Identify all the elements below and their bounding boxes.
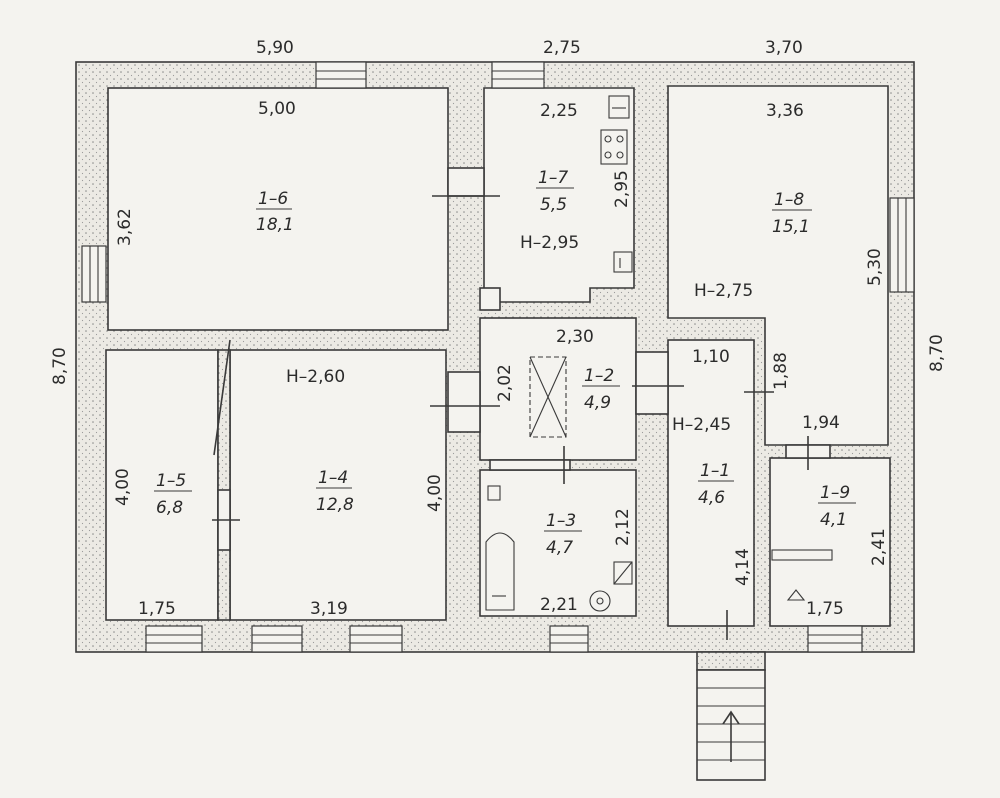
room-1-4-width: 3,19 bbox=[310, 599, 348, 619]
radiator-icon bbox=[771, 549, 833, 601]
room-1-4-ceiling: H–2,60 bbox=[286, 367, 345, 387]
dim-top-right: 3,70 bbox=[765, 38, 803, 58]
room-1-7-height: 2,95 bbox=[612, 170, 632, 208]
windows bbox=[81, 61, 915, 653]
room-1-8-width: 3,36 bbox=[766, 101, 804, 121]
room-1-4-number: 1–4 bbox=[318, 468, 348, 488]
vent-block bbox=[479, 287, 501, 311]
bathtub-icon bbox=[485, 485, 515, 611]
room-1-4-area: 12,8 bbox=[316, 495, 354, 515]
room-1-6-width: 5,00 bbox=[258, 99, 296, 119]
vent-shaft-icon bbox=[529, 356, 567, 438]
room-1-5 bbox=[105, 349, 219, 621]
room-1-7-width: 2,25 bbox=[540, 101, 578, 121]
room-1-8-height: 5,30 bbox=[865, 248, 885, 286]
room-1-8-ceiling: H–2,75 bbox=[694, 281, 753, 301]
room-1-9-number: 1–9 bbox=[820, 483, 850, 503]
toilet-icon bbox=[589, 561, 633, 612]
dim-top-left: 5,90 bbox=[256, 38, 294, 58]
room-1-5-height: 4,00 bbox=[113, 468, 133, 506]
stairs-arrow-icon bbox=[722, 710, 740, 762]
dim-top-mid: 2,75 bbox=[543, 38, 581, 58]
room-1-3-height: 2,12 bbox=[613, 508, 633, 546]
room-1-2-height: 2,02 bbox=[495, 364, 515, 402]
room-1-6-height: 3,62 bbox=[115, 208, 135, 246]
room-1-3-width: 2,21 bbox=[540, 595, 578, 615]
room-1-6-area: 18,1 bbox=[256, 215, 294, 235]
partition-1-5-1-4 bbox=[217, 349, 231, 621]
room-1-7-ceiling: H–2,95 bbox=[520, 233, 579, 253]
room-1-1-number: 1–1 bbox=[700, 461, 730, 481]
room-1-2-area: 4,9 bbox=[584, 393, 611, 413]
room-1-3-number: 1–3 bbox=[546, 511, 576, 531]
room-1-3-area: 4,7 bbox=[546, 538, 573, 558]
room-1-9-area: 4,1 bbox=[820, 510, 847, 530]
room-1-1-area: 4,6 bbox=[698, 488, 725, 508]
room-1-1-width: 1,10 bbox=[692, 347, 730, 367]
room-1-5-number: 1–5 bbox=[156, 471, 186, 491]
sink-icon bbox=[613, 251, 633, 273]
stove-icon bbox=[600, 129, 628, 165]
room-1-8-number: 1–8 bbox=[774, 190, 804, 210]
room-1-6-number: 1–6 bbox=[258, 189, 288, 209]
corridor-depth: 1,88 bbox=[771, 352, 791, 390]
boiler-icon bbox=[608, 95, 630, 119]
room-1-1-ceiling: H–2,45 bbox=[672, 415, 731, 435]
dim-right: 8,70 bbox=[927, 334, 947, 372]
room-1-5-width: 1,75 bbox=[138, 599, 176, 619]
room-1-9-height: 2,41 bbox=[869, 528, 889, 566]
room-1-2-number: 1–2 bbox=[584, 366, 614, 386]
room-1-8 bbox=[667, 85, 889, 446]
room-1-9-width: 1,75 bbox=[806, 599, 844, 619]
room-1-1-height: 4,14 bbox=[733, 548, 753, 586]
entrance-landing bbox=[696, 651, 766, 671]
doorways bbox=[212, 167, 831, 640]
room-1-2-width: 2,30 bbox=[556, 327, 594, 347]
dim-left: 8,70 bbox=[50, 347, 70, 385]
room-1-3 bbox=[479, 469, 637, 617]
room-1-7-area: 5,5 bbox=[540, 195, 567, 215]
room-1-8-area: 15,1 bbox=[772, 217, 810, 237]
room-1-4 bbox=[229, 349, 447, 621]
room-1-5-area: 6,8 bbox=[156, 498, 183, 518]
room-1-7-number: 1–7 bbox=[538, 168, 568, 188]
room-1-4-height: 4,00 bbox=[425, 474, 445, 512]
room-1-2 bbox=[479, 317, 637, 461]
room-1-1 bbox=[667, 339, 755, 627]
corridor-width: 1,94 bbox=[802, 413, 840, 433]
